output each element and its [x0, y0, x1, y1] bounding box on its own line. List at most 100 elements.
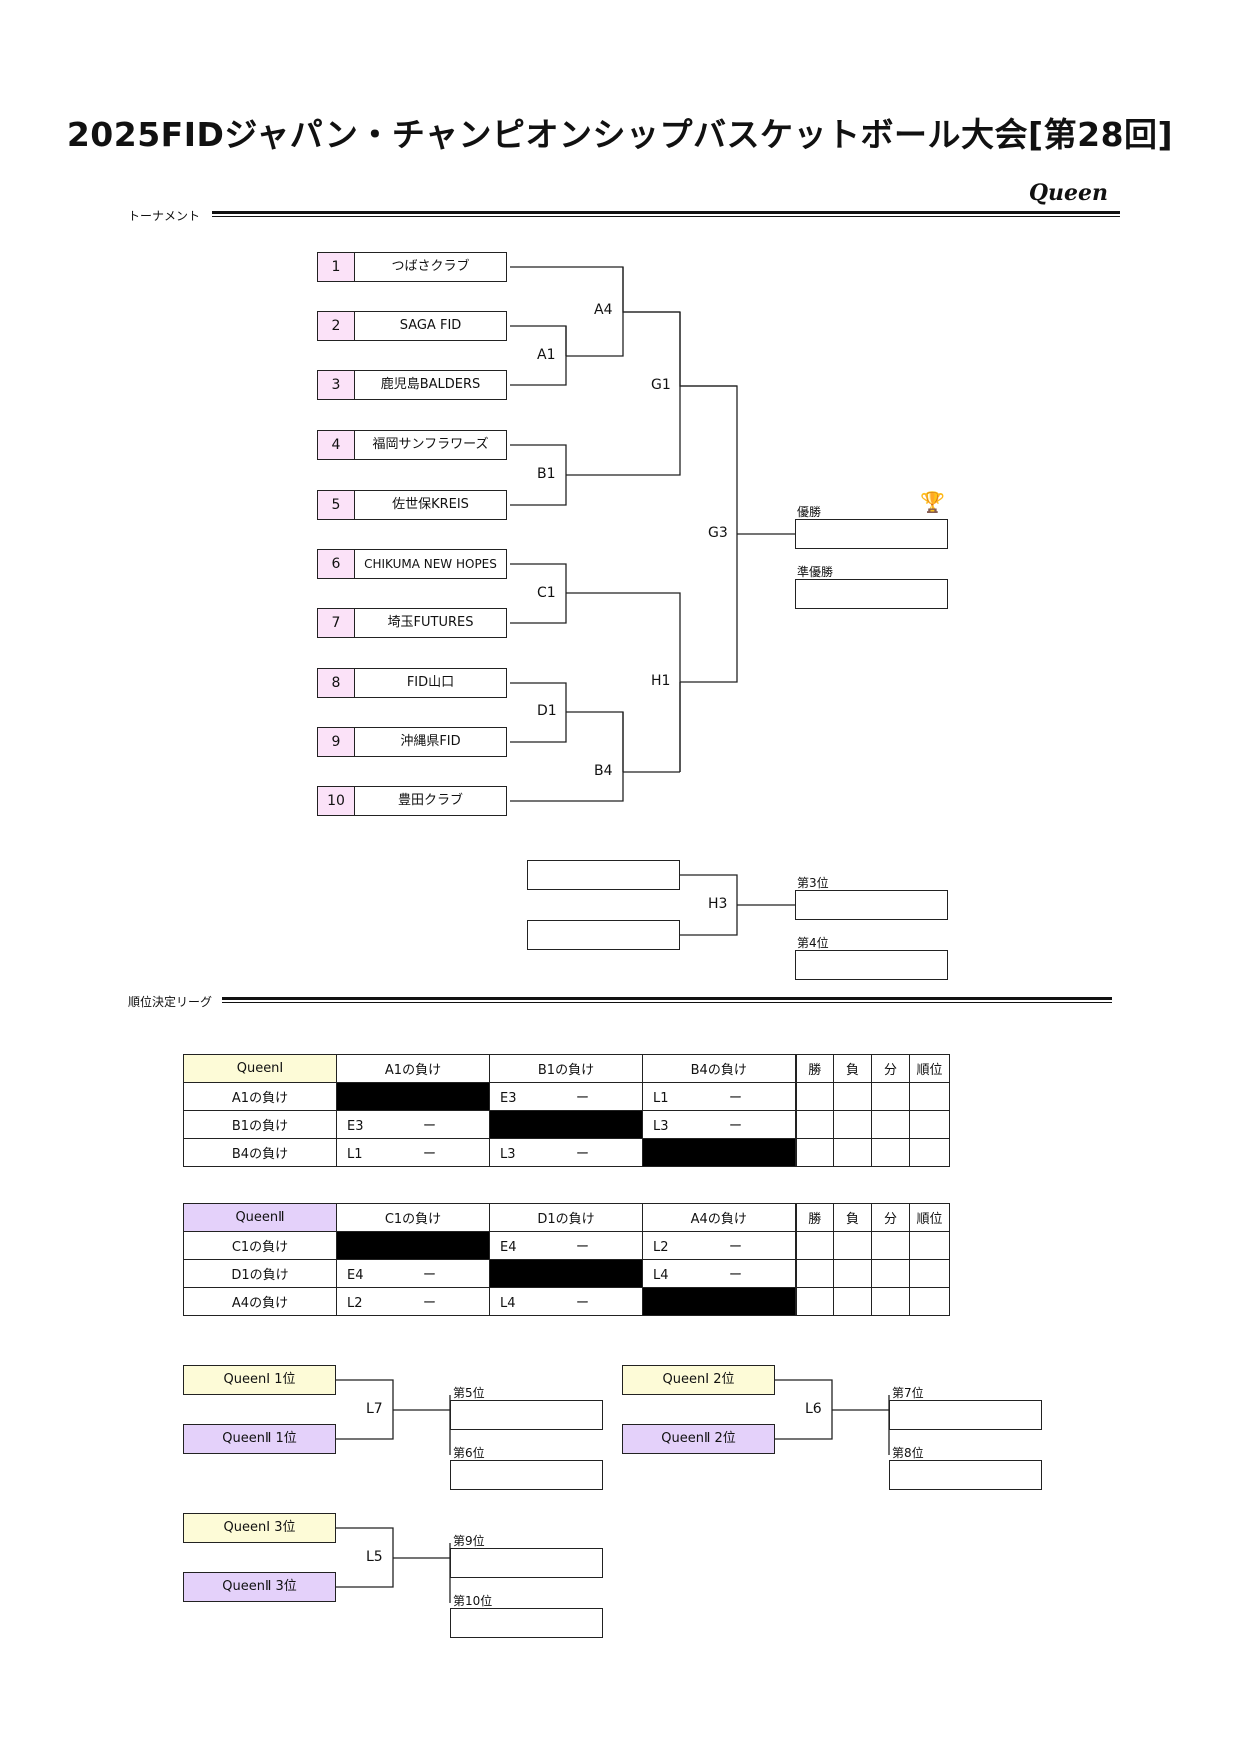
stat-cell [909, 1138, 950, 1167]
stat-cell [833, 1287, 872, 1316]
seed-number: 5 [317, 490, 355, 520]
third-place-box [795, 890, 948, 920]
match-label-b4: B4 [594, 763, 613, 779]
stat-cell [909, 1287, 950, 1316]
winner-box [795, 519, 948, 549]
stat-cell [909, 1110, 950, 1139]
row-header: A4の負け [183, 1287, 337, 1316]
match-label-l6: L6 [805, 1401, 822, 1417]
placement-label-lower: 第10位 [453, 1594, 493, 1608]
column-header: A1の負け [336, 1054, 490, 1083]
match-id: L3 [653, 1119, 669, 1134]
stat-header-wins: 勝 [794, 1203, 834, 1232]
placement-result-box [889, 1460, 1042, 1490]
placement-label-upper: 第9位 [453, 1534, 485, 1548]
stat-header-rank: 順位 [909, 1203, 950, 1232]
stat-cell [871, 1138, 910, 1167]
stat-cell [794, 1231, 834, 1260]
league-table-1: QueenⅠ A1の負け B1の負け B4の負け 勝 負 分 順位 A1の負け … [183, 1054, 950, 1167]
third-place-semifinal-box [527, 860, 680, 890]
placement-result-box [450, 1400, 603, 1430]
match-id: L4 [653, 1268, 669, 1283]
placement-label-upper: 第5位 [453, 1386, 485, 1400]
placement-result-box [889, 1400, 1042, 1430]
winner-label: 優勝 [797, 505, 822, 519]
stat-header-draws: 分 [871, 1054, 910, 1083]
score-separator: ー [423, 1119, 437, 1134]
match-id: L2 [653, 1240, 669, 1255]
stat-cell [794, 1287, 834, 1316]
match-cell: L2 ー [642, 1231, 796, 1260]
placement-entry-top: QueenⅠ 3位 [183, 1513, 336, 1543]
stat-cell [794, 1259, 834, 1288]
team-name: 鹿児島BALDERS [354, 370, 507, 400]
stat-cell [794, 1110, 834, 1139]
placement-label-lower: 第6位 [453, 1446, 485, 1460]
stat-header-draws: 分 [871, 1203, 910, 1232]
placement-label-upper: 第7位 [892, 1386, 924, 1400]
stat-cell [794, 1138, 834, 1167]
runner-up-box [795, 579, 948, 609]
placement-entry-top: QueenⅠ 1位 [183, 1365, 336, 1395]
match-label-a4: A4 [594, 302, 613, 318]
row-header: A1の負け [183, 1082, 337, 1111]
seed-number: 1 [317, 252, 355, 282]
match-label-h3: H3 [708, 896, 728, 912]
section-rule-league [222, 997, 1112, 1003]
team-name: CHIKUMA NEW HOPES [354, 549, 507, 579]
match-label-l7: L7 [366, 1401, 383, 1417]
column-header: B1の負け [489, 1054, 643, 1083]
stat-header-wins: 勝 [794, 1054, 834, 1083]
placement-label-lower: 第8位 [892, 1446, 924, 1460]
blocked-cell [642, 1287, 796, 1316]
stat-cell [833, 1259, 872, 1288]
stat-header-losses: 負 [833, 1203, 872, 1232]
row-header: B4の負け [183, 1138, 337, 1167]
column-header: C1の負け [336, 1203, 490, 1232]
blocked-cell [336, 1082, 490, 1111]
row-header: D1の負け [183, 1259, 337, 1288]
stat-cell [909, 1231, 950, 1260]
score-separator: ー [576, 1147, 590, 1162]
match-id: E4 [347, 1268, 364, 1283]
match-label-d1: D1 [537, 703, 557, 719]
stat-cell [794, 1082, 834, 1111]
score-separator: ー [423, 1147, 437, 1162]
match-label-c1: C1 [537, 585, 556, 601]
stat-cell [833, 1231, 872, 1260]
placement-result-box [450, 1548, 603, 1578]
team-name: つばさクラブ [354, 252, 507, 282]
seed-number: 3 [317, 370, 355, 400]
stat-cell [871, 1287, 910, 1316]
match-id: L2 [347, 1296, 363, 1311]
stat-cell [871, 1082, 910, 1111]
placement-result-box [450, 1608, 603, 1638]
team-name: FID山口 [354, 668, 507, 698]
fourth-place-label: 第4位 [797, 936, 829, 950]
team-name: 福岡サンフラワーズ [354, 430, 507, 460]
score-separator: ー [729, 1240, 743, 1255]
stat-cell [909, 1259, 950, 1288]
section-rule-tournament [212, 211, 1120, 217]
stat-cell [833, 1082, 872, 1111]
match-label-l5: L5 [366, 1549, 383, 1565]
league-name: QueenⅠ [183, 1054, 337, 1083]
match-label-g3: G3 [708, 525, 728, 541]
score-separator: ー [729, 1091, 743, 1106]
page-title: 2025FIDジャパン・チャンピオンシップバスケットボール大会[第28回] [66, 115, 1174, 154]
placement-result-box [450, 1460, 603, 1490]
category-label: Queen [1028, 180, 1108, 206]
stat-cell [833, 1138, 872, 1167]
